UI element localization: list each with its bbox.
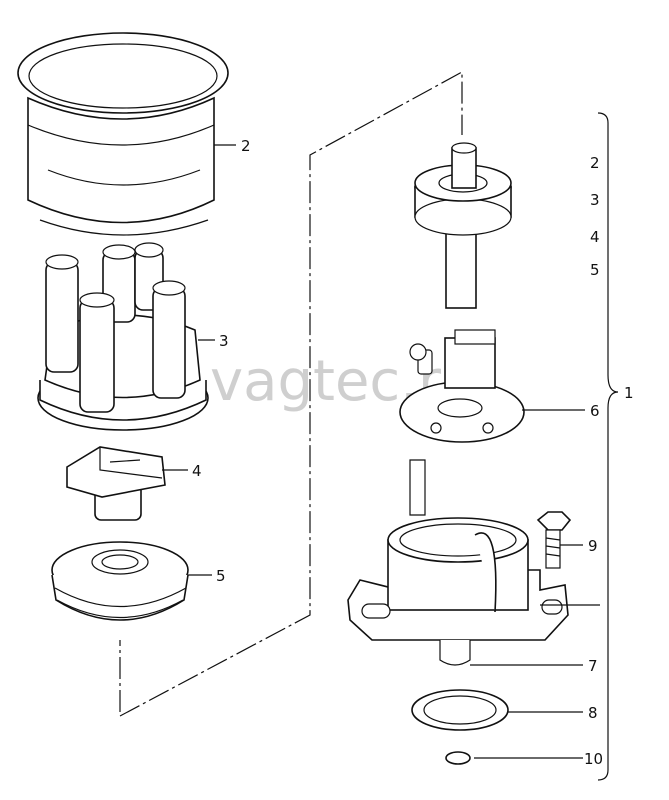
callout-4: 4 bbox=[192, 462, 202, 480]
rotor-arm bbox=[66, 446, 166, 521]
leader-lines bbox=[162, 144, 600, 759]
list-item-5: 5 bbox=[590, 261, 600, 279]
group-outline bbox=[119, 70, 463, 717]
bolt bbox=[536, 511, 572, 569]
callout-10: 10 bbox=[584, 750, 603, 768]
callout-1: 1 bbox=[624, 384, 634, 402]
small-seal bbox=[445, 751, 471, 765]
distributor-housing bbox=[347, 459, 569, 666]
callout-9: 9 bbox=[588, 537, 598, 555]
shaft-assembly bbox=[414, 142, 512, 309]
list-item-4: 4 bbox=[590, 228, 600, 246]
callout-2: 2 bbox=[241, 137, 251, 155]
o-ring bbox=[411, 689, 509, 731]
callout-6: 6 bbox=[590, 402, 600, 420]
dust-shield bbox=[51, 541, 189, 621]
list-item-2: 2 bbox=[590, 154, 600, 172]
distributor-cap bbox=[37, 242, 209, 431]
callout-3: 3 bbox=[219, 332, 229, 350]
protective-cap bbox=[17, 32, 229, 236]
callout-5: 5 bbox=[216, 567, 226, 585]
callout-8: 8 bbox=[588, 704, 598, 722]
assembly-bracket bbox=[597, 112, 619, 781]
callout-7: 7 bbox=[588, 657, 598, 675]
list-item-3: 3 bbox=[590, 191, 600, 209]
hall-sender bbox=[399, 329, 525, 443]
